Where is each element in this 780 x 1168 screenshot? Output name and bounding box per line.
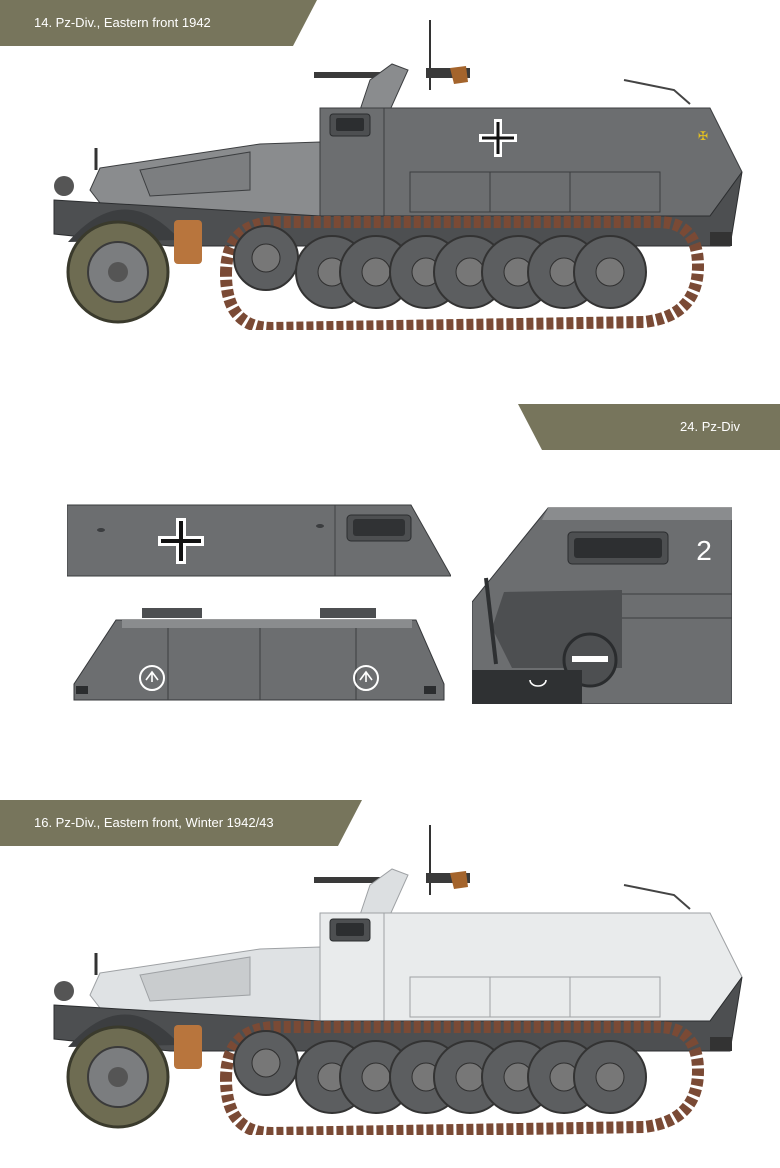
division-emblem-icon — [139, 665, 165, 691]
banner-16-pz-div-label: 16. Pz-Div., Eastern front, Winter 1942/… — [34, 815, 274, 830]
rear-hull — [319, 107, 743, 217]
machine-gun-body — [426, 873, 470, 883]
headlight — [54, 176, 74, 196]
wheel-hub — [361, 257, 391, 287]
vision-slit — [336, 118, 364, 131]
machine-gun-stock — [450, 66, 468, 84]
headlight — [54, 981, 74, 1001]
division-emblem-icon — [353, 665, 379, 691]
balkenkreuz-icon — [479, 119, 517, 157]
machine-gun-barrel — [314, 72, 384, 78]
rail-frame — [623, 884, 691, 910]
gun-shield — [359, 868, 409, 916]
vehicle-grey: ✠ — [53, 20, 743, 330]
vehicle-winter — [53, 825, 743, 1135]
halftrack-grey-side-view: ✠ — [53, 20, 743, 330]
halftrack-winter-side-view — [53, 825, 743, 1135]
rear-hull — [319, 912, 743, 1022]
side-panel-detail — [67, 504, 451, 577]
stowage-bin — [409, 171, 661, 213]
wheel-hub — [595, 1062, 625, 1092]
tow-hook — [710, 232, 732, 246]
wheel-hub — [455, 1062, 485, 1092]
rail-frame — [623, 79, 691, 105]
stowage-bin — [409, 976, 661, 1018]
hood-vent — [139, 151, 251, 197]
wheel-hub — [595, 257, 625, 287]
front-quarter-detail: 2 — [472, 507, 732, 704]
track-belt — [219, 216, 705, 330]
front-wheel-hub — [108, 262, 128, 282]
banner-14-pz-div-label: 14. Pz-Div., Eastern front 1942 — [34, 15, 211, 30]
wheel-hub — [251, 243, 281, 273]
jerry-can — [174, 1025, 202, 1069]
banner-24-pz-div: 24. Pz-Div — [518, 404, 780, 450]
banner-24-pz-div-label: 24. Pz-Div — [680, 419, 740, 434]
track-belt — [219, 1021, 705, 1135]
wheel-hub — [251, 1048, 281, 1078]
banner-16-pz-div: 16. Pz-Div., Eastern front, Winter 1942/… — [0, 800, 362, 846]
jerry-can — [174, 220, 202, 264]
tow-hook — [710, 1037, 732, 1051]
gun-shield — [359, 63, 409, 111]
rear-view-detail — [73, 608, 445, 701]
machine-gun-stock — [450, 871, 468, 889]
vehicle-number: 2 — [696, 535, 712, 566]
wheel-hub — [361, 1062, 391, 1092]
wheel-hub — [455, 257, 485, 287]
hood-vent — [139, 956, 251, 1002]
yellow-rune-icon: ✠ — [698, 129, 708, 143]
front-wheel-hub — [108, 1067, 128, 1087]
machine-gun-body — [426, 68, 470, 78]
banner-14-pz-div: 14. Pz-Div., Eastern front 1942 — [0, 0, 317, 46]
vision-slit — [336, 923, 364, 936]
balkenkreuz-icon — [158, 518, 204, 564]
machine-gun-barrel — [314, 877, 384, 883]
division-emblem-icon — [529, 679, 547, 687]
